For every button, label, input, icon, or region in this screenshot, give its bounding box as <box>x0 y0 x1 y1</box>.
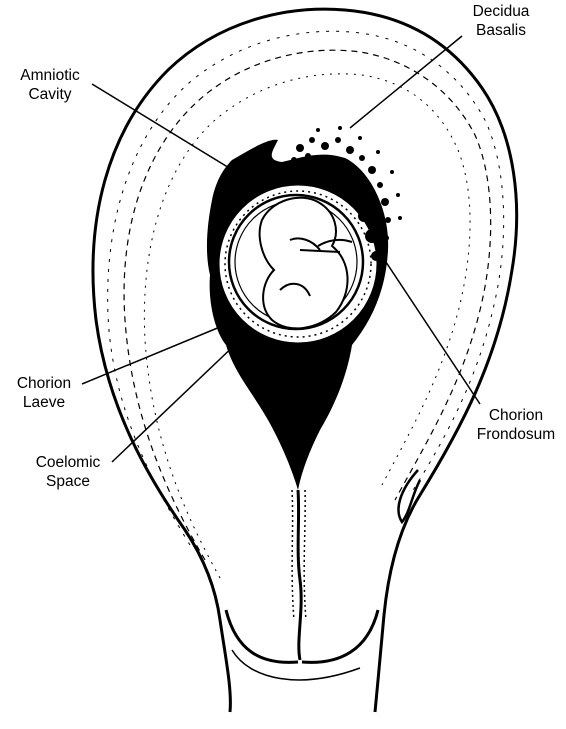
myometrium-line-b <box>143 73 471 579</box>
label-chorion-frondosum-line2: Frondosum <box>476 426 556 443</box>
embryo <box>258 196 353 330</box>
right-wall-fold <box>397 469 422 525</box>
cervical-canal <box>296 489 303 661</box>
label-decidua-basalis: Decidua Basalis <box>448 2 554 40</box>
chorion-frondosum-villi <box>348 186 381 261</box>
label-amniotic-cavity: Amniotic Cavity <box>2 66 98 104</box>
chorion-dotted <box>224 190 372 338</box>
leader-chorion-laeve <box>81 321 233 385</box>
label-decidua-basalis-line2: Basalis <box>476 22 526 39</box>
label-amniotic-cavity-line2: Cavity <box>28 86 72 103</box>
cervical-canal-dotted <box>291 489 295 621</box>
label-chorion-laeve-line2: Laeve <box>22 394 66 411</box>
cervical-canal-dotted-right <box>303 489 307 621</box>
cervix-left-lip <box>224 609 299 664</box>
label-coelomic-space-line1: Coelomic <box>35 454 101 471</box>
label-coelomic-space: Coelomic Space <box>16 453 120 491</box>
vaginal-wall <box>231 649 361 681</box>
label-decidua-basalis-line1: Decidua <box>472 3 530 20</box>
label-chorion-laeve-line1: Chorion <box>16 375 72 392</box>
endometrium-inner-line <box>123 49 492 561</box>
label-chorion-frondosum: Chorion Frondosum <box>466 406 566 444</box>
leader-decidua-basalis <box>349 35 463 129</box>
cervix-right-lip <box>301 609 380 664</box>
leader-coelomic-space <box>111 339 241 463</box>
label-chorion-laeve: Chorion Laeve <box>2 374 86 412</box>
label-chorion-frondosum-line1: Chorion <box>488 407 544 424</box>
decidua-basalis-stipple <box>291 126 402 241</box>
myometrium-line-a <box>107 30 505 546</box>
label-amniotic-cavity-line1: Amniotic <box>20 67 80 84</box>
leader-chorion-frondosum <box>377 249 481 405</box>
leader-amniotic-cavity <box>91 83 263 189</box>
label-coelomic-space-line2: Space <box>46 473 90 490</box>
